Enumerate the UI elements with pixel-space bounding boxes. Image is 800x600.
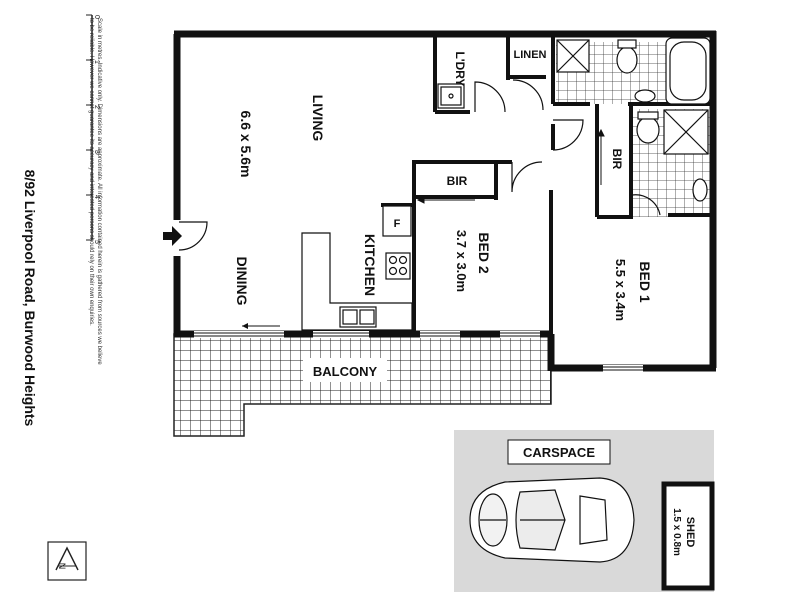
living-dimensions: 6.6 x 5.6m — [238, 111, 254, 178]
scale-bar: 0 1 2 3 4 5 — [86, 14, 100, 244]
carspace: CARSPACE SHED 1.5 x 0.8m — [454, 430, 715, 592]
fridge-label: F — [394, 218, 401, 230]
bathroom-fixtures — [556, 37, 711, 202]
carspace-label: CARSPACE — [523, 445, 595, 460]
car-icon — [469, 477, 635, 563]
kitchen-label: KITCHEN — [362, 234, 378, 296]
bed1-dimensions: 5.5 x 3.4m — [613, 259, 628, 321]
bed1-label: BED 1 — [637, 261, 653, 302]
balcony-openings — [194, 323, 643, 372]
scale-tick-label: 4 — [93, 195, 100, 199]
scale-tick-label: 3 — [93, 150, 100, 154]
dining-label: DINING — [234, 257, 250, 306]
entry-arrow-icon — [163, 226, 182, 246]
living-label: LIVING — [310, 95, 326, 142]
balcony-label: BALCONY — [313, 364, 378, 379]
shed-dimensions: 1.5 x 0.8m — [671, 508, 682, 556]
room-labels: LIVING 6.6 x 5.6m DINING KITCHEN L'DRY L… — [234, 49, 653, 321]
scale-tick-label: 5 — [93, 240, 100, 244]
bed2-label: BED 2 — [476, 232, 492, 273]
compass-label: N — [57, 563, 67, 570]
bir-slider-arrows — [416, 128, 605, 204]
laundry-label: L'DRY — [453, 51, 467, 86]
scale-tick-label: 2 — [93, 105, 100, 109]
linen-label: LINEN — [514, 49, 547, 61]
laundry-fixtures — [437, 83, 465, 109]
door-swings — [178, 79, 661, 251]
balcony: BALCONY — [173, 333, 552, 437]
kitchen-fixtures: F — [301, 205, 413, 331]
bed2-bir-label: BIR — [447, 174, 468, 188]
scale-tick-label: 1 — [93, 60, 100, 64]
scale-tick-label: 0 — [93, 15, 100, 19]
bed1-bir-label: BIR — [610, 149, 624, 170]
bed2-dimensions: 3.7 x 3.0m — [454, 230, 469, 292]
compass-icon: N — [47, 541, 87, 581]
shed-label: SHED — [684, 517, 696, 548]
